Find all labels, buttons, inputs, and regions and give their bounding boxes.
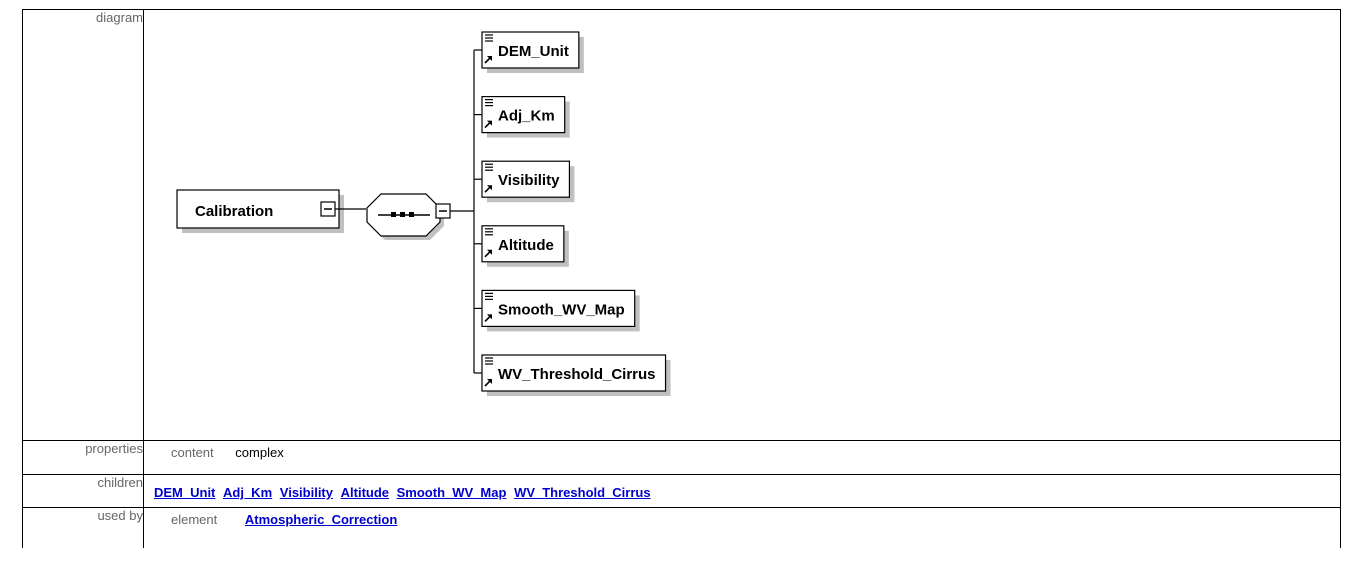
child-link-visibility[interactable]: Visibility xyxy=(279,485,333,500)
children-cell: DEM_Unit Adj_Km Visibility Altitude Smoo… xyxy=(143,474,1341,508)
child-element-altitude[interactable]: Altitude xyxy=(474,225,569,267)
children-label: children xyxy=(22,474,144,508)
child-element-label: DEM_Unit xyxy=(498,43,569,60)
used-by-key: element xyxy=(171,512,218,527)
element-ref-icon xyxy=(484,228,493,258)
root-element-box[interactable]: Calibration xyxy=(176,189,344,233)
used-by-cell: element Atmospheric_Correction xyxy=(143,507,1341,548)
used-by-link[interactable]: Atmospheric_Correction xyxy=(244,512,398,527)
diagram-row: diagram Calibration xyxy=(22,9,1341,441)
child-element-dem-unit[interactable]: DEM_Unit xyxy=(474,31,584,73)
element-ref-icon xyxy=(484,163,493,193)
diagram-cell: Calibration xyxy=(143,9,1341,441)
element-ref-icon xyxy=(484,292,493,322)
child-element-label: WV_Threshold_Cirrus xyxy=(498,366,656,383)
child-element-wv-threshold-cirrus[interactable]: WV_Threshold_Cirrus xyxy=(474,354,671,396)
properties-label: properties xyxy=(22,440,144,475)
root-collapse-toggle[interactable] xyxy=(320,201,336,217)
child-link-wv-threshold-cirrus[interactable]: WV_Threshold_Cirrus xyxy=(514,485,651,500)
child-element-smooth-wv-map[interactable]: Smooth_WV_Map xyxy=(474,289,640,332)
sequence-collapse-toggle[interactable] xyxy=(435,203,451,219)
child-elements: DEM_UnitAdj_KmVisibilityAltitudeSmooth_W… xyxy=(473,31,671,396)
child-element-visibility[interactable]: Visibility xyxy=(474,160,575,203)
schema-doc-table: diagram Calibration xyxy=(22,9,1341,548)
element-ref-icon xyxy=(484,34,493,64)
child-element-label: Visibility xyxy=(498,172,560,189)
element-ref-icon xyxy=(484,357,493,387)
property-value: complex xyxy=(235,445,284,460)
child-link-altitude[interactable]: Altitude xyxy=(340,485,390,500)
sequence-compositor-icon[interactable] xyxy=(366,193,444,240)
child-link-dem-unit[interactable]: DEM_Unit xyxy=(154,485,216,500)
properties-cell: content complex xyxy=(143,440,1341,475)
properties-row: properties content complex xyxy=(22,440,1341,475)
used-by-row: used by element Atmospheric_Correction xyxy=(22,507,1341,548)
used-by-label: used by xyxy=(22,507,144,548)
schema-diagram: Calibration xyxy=(176,31,671,396)
root-element-label: Calibration xyxy=(195,203,273,220)
property-key: content xyxy=(171,445,214,460)
child-element-label: Smooth_WV_Map xyxy=(498,301,625,318)
child-link-adj-km[interactable]: Adj_Km xyxy=(223,485,273,500)
child-element-label: Altitude xyxy=(498,237,554,254)
child-element-adj-km[interactable]: Adj_Km xyxy=(474,95,570,138)
element-ref-icon xyxy=(484,98,493,129)
children-row: children DEM_Unit Adj_Km Visibility Alti… xyxy=(22,474,1341,508)
child-link-smooth-wv-map[interactable]: Smooth_WV_Map xyxy=(396,485,507,500)
child-element-label: Adj_Km xyxy=(498,108,555,125)
diagram-label: diagram xyxy=(22,9,144,441)
